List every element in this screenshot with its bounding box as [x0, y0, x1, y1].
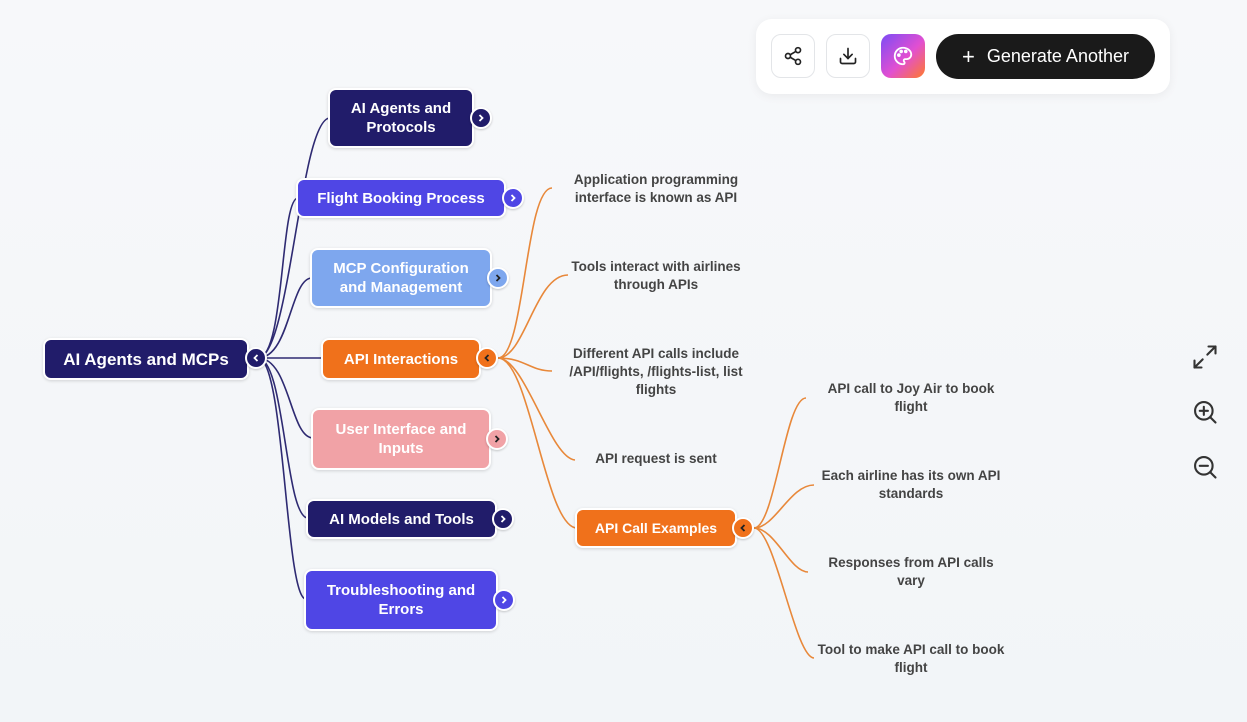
leaf-node[interactable]: Responses from API calls vary — [816, 554, 1006, 590]
link-root-agents-protocols — [257, 117, 331, 359]
branch-node-troubleshooting[interactable]: Troubleshooting and Errors — [304, 569, 498, 631]
generate-another-label: Generate Another — [986, 46, 1129, 66]
branch-label: Flight Booking Process — [317, 189, 485, 207]
branch-label: API Call Examples — [594, 519, 718, 536]
branch-node-user-interface[interactable]: User Interface and Inputs — [311, 408, 491, 470]
expand-toggle-flight-booking[interactable] — [502, 187, 524, 209]
collapse-toggle-api-interactions[interactable] — [476, 347, 498, 369]
leaf-label: Responses from API calls vary — [828, 555, 994, 588]
chevron-left-icon — [740, 524, 746, 532]
branch-label: AI Models and Tools — [329, 510, 474, 528]
leaf-label: Application programming interface is kno… — [573, 172, 739, 205]
link-api-child-3 — [497, 357, 553, 372]
link-examples-child-4 — [753, 527, 815, 659]
branch-label: User Interface and Inputs — [335, 421, 467, 457]
leaf-label: Tools interact with airlines through API… — [571, 259, 741, 292]
zoom-out-icon — [1194, 456, 1217, 479]
leaf-label: Each airline has its own API standards — [821, 468, 1001, 501]
leaf-node[interactable]: Each airline has its own API standards — [816, 467, 1006, 503]
share-icon — [784, 46, 802, 66]
link-root-troubleshooting — [257, 357, 307, 600]
leaf-node[interactable]: Application programming interface is kno… — [561, 171, 751, 207]
toolbar: + Generate Another — [756, 19, 1170, 94]
leaf-node[interactable]: API request is sent — [561, 450, 751, 468]
branch-label: Troubleshooting and Errors — [326, 582, 476, 618]
chevron-right-icon — [500, 515, 506, 523]
collapse-toggle-api-call-examples[interactable] — [732, 517, 754, 539]
chevron-left-icon — [253, 354, 259, 362]
expand-toggle-troubleshooting[interactable] — [493, 589, 515, 611]
leaf-node[interactable]: API call to Joy Air to book flight — [816, 380, 1006, 416]
branch-node-ai-agents-protocols[interactable]: AI Agents and Protocols — [328, 88, 474, 148]
branch-node-flight-booking[interactable]: Flight Booking Process — [296, 178, 506, 218]
zoom-in-button[interactable] — [1190, 397, 1220, 427]
root-node[interactable]: AI Agents and MCPs — [43, 338, 249, 380]
fullscreen-button[interactable] — [1190, 342, 1220, 372]
branch-label: AI Agents and Protocols — [350, 100, 452, 136]
chevron-right-icon — [494, 435, 500, 443]
leaf-node[interactable]: Tools interact with airlines through API… — [561, 258, 751, 294]
expand-icon — [1193, 345, 1217, 369]
link-root-ai-models — [257, 357, 309, 519]
download-icon — [839, 47, 857, 65]
expand-toggle-ai-models[interactable] — [492, 508, 514, 530]
branch-node-api-interactions[interactable]: API Interactions — [321, 338, 481, 380]
link-examples-child-3 — [753, 527, 809, 573]
leaf-label: API call to Joy Air to book flight — [827, 381, 995, 414]
share-button[interactable] — [771, 34, 815, 78]
branch-node-api-call-examples[interactable]: API Call Examples — [575, 508, 737, 548]
link-root-flight-booking — [257, 197, 299, 359]
leaf-label: Tool to make API call to book flight — [817, 642, 1005, 675]
chevron-right-icon — [495, 274, 501, 282]
chevron-left-icon — [484, 354, 490, 362]
chevron-right-icon — [510, 194, 516, 202]
leaf-node[interactable]: Different API calls include /API/flights… — [561, 345, 751, 399]
zoom-in-icon — [1194, 401, 1217, 424]
expand-toggle-user-interface[interactable] — [486, 428, 508, 450]
expand-toggle-ai-agents-protocols[interactable] — [470, 107, 492, 129]
link-examples-child-2 — [753, 484, 815, 529]
leaf-node[interactable]: Tool to make API call to book flight — [816, 641, 1006, 677]
link-root-mcp-config — [257, 277, 313, 359]
link-root-user-interface — [257, 357, 314, 439]
zoom-out-button[interactable] — [1190, 452, 1220, 482]
chevron-right-icon — [501, 596, 507, 604]
branch-node-ai-models[interactable]: AI Models and Tools — [306, 499, 497, 539]
leaf-label: API request is sent — [595, 451, 717, 466]
download-button[interactable] — [826, 34, 870, 78]
palette-icon — [893, 46, 913, 66]
root-node-label: AI Agents and MCPs — [63, 349, 229, 369]
branch-node-mcp-config[interactable]: MCP Configuration and Management — [310, 248, 492, 308]
expand-toggle-mcp-config[interactable] — [487, 267, 509, 289]
root-collapse-toggle[interactable] — [245, 347, 267, 369]
branch-label: API Interactions — [343, 350, 459, 368]
chevron-right-icon — [478, 114, 484, 122]
link-api-child-2 — [497, 274, 569, 359]
branch-label: MCP Configuration and Management — [333, 260, 469, 296]
leaf-label: Different API calls include /API/flights… — [569, 346, 743, 397]
plus-icon: + — [962, 43, 975, 69]
link-examples-child-1 — [753, 397, 807, 529]
theme-button[interactable] — [881, 34, 925, 78]
generate-another-button[interactable]: + Generate Another — [936, 34, 1155, 79]
